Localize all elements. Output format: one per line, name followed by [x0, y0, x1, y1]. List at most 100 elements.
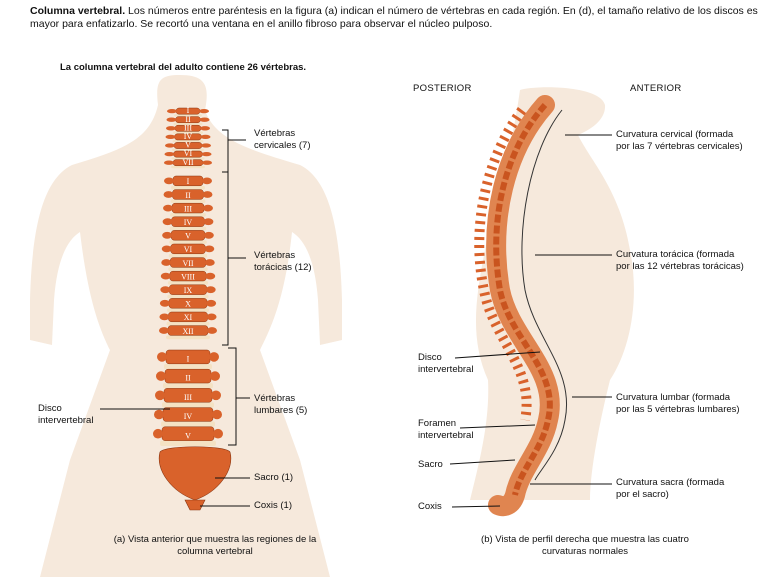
label-lumbar-curvature: Curvatura lumbar (formada por las 5 vért… [616, 392, 740, 415]
process-right-cervical-5 [201, 143, 211, 148]
numeral-thoracic-10: X [185, 300, 191, 309]
panel-a-caption: (a) Vista anterior que muestra las regio… [113, 534, 317, 557]
spinous-processes-profile [474, 107, 532, 421]
numeral-lumbar-3: III [184, 393, 192, 402]
disc-lumbar-1 [164, 363, 212, 370]
disc-thoracic-11 [166, 321, 210, 326]
disc-thoracic-5 [169, 240, 207, 244]
process-left-cervical-2 [166, 117, 177, 122]
disc-cervical-7 [171, 165, 205, 169]
process-left-thoracic-4 [162, 218, 173, 226]
caption-title: Columna vertebral. [30, 5, 126, 17]
label-intervertebral-disc-a: Disco intervertebral [38, 403, 94, 426]
numeral-thoracic-6: VI [184, 245, 193, 254]
label-sacral-curvature: Curvatura sacra (formada por el sacro) [616, 477, 725, 500]
label-thoracic-vertebrae: Vértebras torácicas (12) [254, 250, 312, 273]
process-right-thoracic-2 [202, 191, 213, 198]
disc-cervical-2 [173, 122, 203, 126]
numeral-thoracic-12: XII [182, 327, 193, 336]
process-right-thoracic-1 [202, 177, 212, 185]
label-coccyx-b: Coxis [418, 501, 442, 512]
process-right-thoracic-12 [207, 327, 217, 334]
process-right-cervical-4 [200, 134, 211, 140]
process-left-thoracic-2 [163, 191, 174, 198]
process-left-thoracic-7 [161, 259, 172, 266]
coccyx-anterior [184, 499, 206, 511]
process-left-thoracic-9 [160, 286, 171, 294]
numeral-thoracic-9: IX [184, 286, 193, 295]
process-right-cervical-1 [199, 108, 209, 114]
process-left-thoracic-12 [159, 327, 169, 334]
disc-thoracic-7 [168, 267, 208, 272]
numeral-thoracic-7: VII [182, 259, 193, 268]
numeral-thoracic-4: IV [184, 218, 193, 227]
disc-thoracic-6 [168, 253, 208, 258]
label-lumbar-vertebrae: Vértebras lumbares (5) [254, 393, 308, 416]
process-right-thoracic-9 [205, 286, 216, 294]
process-left-thoracic-11 [159, 313, 170, 321]
label-thoracic-curvature: Curvatura torácica (formada por las 12 v… [616, 249, 744, 272]
process-left-cervical-5 [165, 143, 175, 148]
process-right-thoracic-5 [203, 231, 214, 239]
numeral-cervical-7: VII [182, 158, 193, 167]
disc-thoracic-10 [166, 308, 210, 312]
curvature-line-profile [521, 109, 567, 481]
disc-cervical-4 [172, 139, 204, 143]
disc-cervical-6 [171, 157, 205, 160]
figure-caption-header: Columna vertebral. Los números entre par… [30, 5, 760, 31]
process-right-thoracic-8 [205, 272, 216, 280]
numeral-lumbar-1: I [187, 355, 190, 364]
process-right-thoracic-11 [206, 313, 217, 321]
process-left-cervical-6 [164, 151, 175, 157]
process-left-thoracic-5 [162, 231, 173, 239]
numeral-cervical-2: II [185, 115, 191, 124]
label-intervertebral-disc-b: Disco intervertebral [418, 352, 474, 375]
disc-cervical-5 [172, 148, 204, 151]
numeral-thoracic-11: XI [184, 313, 193, 322]
process-right-thoracic-4 [203, 218, 214, 226]
disc-cervical-1 [174, 114, 202, 117]
disc-lumbar-2 [163, 383, 213, 389]
numeral-thoracic-2: II [185, 191, 191, 200]
subtitle: La columna vertebral del adulto contiene… [60, 62, 307, 73]
label-coccyx-a: Coxis (1) [254, 500, 293, 511]
process-left-lumbar-4 [154, 409, 164, 420]
process-right-lumbar-5 [213, 428, 223, 439]
spine-anterior: IIIIIIIVVVIVIIIIIIIIIVVVIVIIVIIIIXXXIXII… [153, 106, 223, 446]
numeral-cervical-4: IV [184, 132, 193, 141]
numeral-lumbar-4: IV [184, 412, 193, 421]
numeral-thoracic-8: VIII [181, 272, 195, 281]
numeral-lumbar-2: II [185, 374, 191, 383]
label-anterior: ANTERIOR [630, 83, 682, 94]
process-right-cervical-7 [202, 160, 212, 165]
process-left-thoracic-3 [163, 204, 174, 212]
process-right-thoracic-3 [202, 204, 213, 212]
label-intervertebral-foramen: Foramen intervertebral [418, 418, 474, 441]
label-cervical-curvature: Curvatura cervical (formada por las 7 vé… [616, 129, 743, 152]
numeral-cervical-6: VI [184, 149, 193, 158]
process-right-lumbar-2 [210, 371, 220, 381]
disc-thoracic-12 [166, 335, 210, 340]
disc-thoracic-8 [167, 280, 209, 285]
numeral-thoracic-1: I [187, 177, 190, 186]
disc-lumbar-3 [162, 402, 214, 408]
process-left-cervical-1 [167, 108, 177, 114]
process-left-cervical-7 [164, 160, 174, 165]
caption-text: Los números entre paréntesis en la figur… [30, 5, 758, 30]
numeral-thoracic-5: V [185, 232, 191, 241]
process-right-thoracic-10 [206, 299, 217, 307]
disc-lumbar-5 [160, 440, 216, 446]
process-left-thoracic-10 [159, 299, 170, 307]
numeral-lumbar-5: V [185, 431, 191, 440]
process-left-lumbar-3 [155, 390, 165, 401]
label-cervical-vertebrae: Vértebras cervicales (7) [254, 128, 311, 151]
disc-thoracic-4 [169, 226, 207, 231]
disc-thoracic-2 [170, 199, 206, 204]
process-left-lumbar-2 [156, 371, 166, 381]
label-posterior: POSTERIOR [413, 83, 472, 94]
process-right-thoracic-7 [204, 259, 215, 266]
process-right-cervical-2 [199, 117, 210, 122]
process-right-thoracic-6 [204, 245, 215, 253]
process-right-cervical-6 [201, 151, 212, 157]
numeral-cervical-5: V [185, 141, 191, 150]
